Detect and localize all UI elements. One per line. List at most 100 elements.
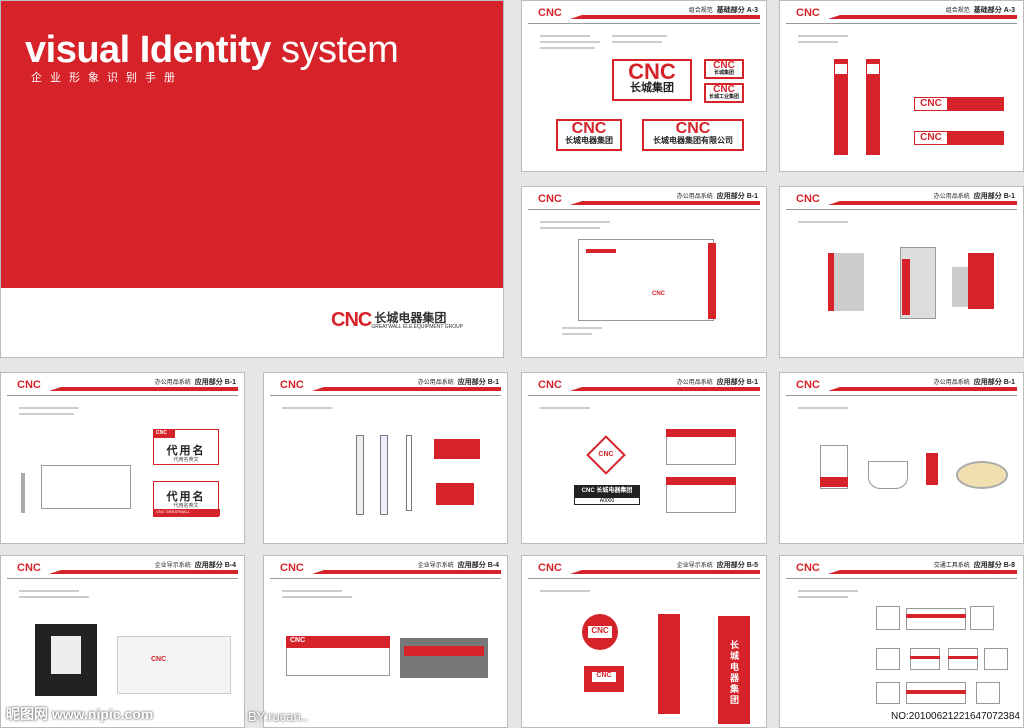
header-logo: CNC bbox=[280, 379, 304, 391]
page-header: CNC 企业导示系统应用部分 B-4 bbox=[264, 556, 507, 582]
header-logo: CNC bbox=[796, 562, 820, 574]
van-rear bbox=[970, 606, 994, 630]
envelope-logo: CNC bbox=[652, 291, 665, 297]
header-band bbox=[312, 387, 501, 391]
header-rule bbox=[270, 578, 501, 579]
cover-logo: CNC 长城电器集团 GREATWALL ELE.EQUIPMENT GROUP bbox=[331, 309, 463, 332]
header-meta: 组合规范基础部分 A-3 bbox=[688, 7, 758, 14]
header-meta: 办公用品系统应用部分 B-1 bbox=[933, 379, 1015, 386]
vertical-banner-1 bbox=[834, 59, 848, 155]
text-line bbox=[798, 35, 848, 37]
header-rule bbox=[786, 209, 1017, 210]
header-rule bbox=[528, 395, 760, 396]
header-rule bbox=[786, 578, 1017, 579]
cover-subtitle: 企业形象识别手册 bbox=[31, 72, 183, 84]
text-line bbox=[798, 407, 848, 409]
header-rule bbox=[786, 395, 1017, 396]
watermark-author: BY:rucan.. bbox=[248, 709, 308, 724]
logo-combo-small-2: CNC 长城工业集团 bbox=[704, 83, 744, 103]
header-meta: 交通工具系统应用部分 B-8 bbox=[933, 562, 1015, 569]
tape-dispenser bbox=[436, 483, 474, 505]
page-b1-folders: CNC 办公用品系统应用部分 B-1 bbox=[779, 186, 1024, 358]
car-rear bbox=[984, 648, 1008, 670]
pen-2 bbox=[380, 435, 388, 515]
header-band bbox=[828, 15, 1017, 19]
text-line bbox=[19, 596, 89, 598]
cover-logo-en: GREATWALL ELE.EQUIPMENT GROUP bbox=[371, 323, 464, 330]
text-line bbox=[282, 590, 342, 592]
header-logo: CNC bbox=[796, 379, 820, 391]
text-line bbox=[282, 407, 332, 409]
text-line bbox=[798, 596, 848, 598]
reception-desk bbox=[117, 636, 231, 694]
car-side-1 bbox=[910, 648, 940, 670]
header-band bbox=[570, 570, 760, 574]
text-line bbox=[19, 413, 74, 415]
page-header: CNC 组合规范基础部分 A-3 bbox=[522, 1, 766, 27]
page-b1-stationery: CNC 办公用品系统应用部分 B-1 bbox=[263, 372, 508, 544]
header-logo: CNC bbox=[538, 562, 562, 574]
header-rule bbox=[528, 578, 760, 579]
car-side-2 bbox=[948, 648, 978, 670]
header-band bbox=[49, 570, 238, 574]
cover-title-bold: visual Identity bbox=[25, 29, 271, 71]
cover-logo-mark: CNC bbox=[331, 309, 372, 331]
header-band bbox=[828, 201, 1017, 205]
page-a3-formats: CNC 组合规范基础部分 A-3 CNC CNC bbox=[779, 0, 1024, 172]
postcode-boxes bbox=[586, 249, 616, 253]
header-meta: 办公用品系统应用部分 B-1 bbox=[676, 379, 758, 386]
page-b5-outdoor: CNC 企业导示系统应用部分 B-5 CNC CNC 长城电器集团 bbox=[521, 555, 767, 728]
horizontal-banner-logo-1: CNC bbox=[914, 97, 948, 111]
header-band bbox=[570, 201, 760, 205]
page-b1-envelope: CNC 办公用品系统应用部分 B-1 CNC bbox=[521, 186, 767, 358]
nameplate-1: CNC 代用名 代用名英文 bbox=[153, 429, 219, 465]
header-band bbox=[49, 387, 238, 391]
horizontal-banner-logo-2: CNC bbox=[914, 131, 948, 145]
page-a3-combinations: CNC 组合规范基础部分 A-3 CNC 长城集团 CNC 长城集团 CNC 长… bbox=[521, 0, 767, 172]
header-meta: 企业导示系统应用部分 B-5 bbox=[676, 562, 758, 569]
cover-red-block bbox=[1, 1, 503, 288]
header-meta: 办公用品系统应用部分 B-1 bbox=[417, 379, 499, 386]
header-rule bbox=[528, 209, 760, 210]
logo-combo-large: CNC 长城集团 bbox=[612, 59, 692, 101]
cover-title: visual Identity system bbox=[25, 29, 399, 72]
page-b1-cups: CNC 办公用品系统应用部分 B-1 bbox=[779, 372, 1024, 544]
pen-1 bbox=[356, 435, 364, 515]
page-header: CNC 组合规范基础部分 A-3 bbox=[780, 1, 1023, 27]
text-line bbox=[19, 590, 79, 592]
text-line bbox=[798, 41, 838, 43]
text-line bbox=[540, 590, 590, 592]
bus-front bbox=[876, 648, 900, 670]
mug bbox=[868, 461, 908, 489]
header-band bbox=[570, 387, 760, 391]
text-line bbox=[282, 596, 352, 598]
text-line bbox=[562, 327, 602, 329]
envelope-side-stripe bbox=[708, 243, 716, 319]
header-band bbox=[570, 15, 760, 19]
header-rule bbox=[528, 23, 760, 24]
page-header: CNC 办公用品系统应用部分 B-1 bbox=[522, 373, 766, 399]
text-line bbox=[540, 47, 595, 49]
badge-diamond-logo: CNC bbox=[598, 451, 614, 458]
pen-3 bbox=[406, 435, 412, 511]
page-header: CNC 办公用品系统应用部分 B-1 bbox=[522, 187, 766, 213]
text-line bbox=[562, 333, 592, 335]
desk-sign-post bbox=[21, 473, 25, 513]
page-header: CNC 办公用品系统应用部分 B-1 bbox=[264, 373, 507, 399]
cover-logo-text: 长城电器集团 GREATWALL ELE.EQUIPMENT GROUP bbox=[371, 312, 463, 330]
header-meta: 办公用品系统应用部分 B-1 bbox=[933, 193, 1015, 200]
cover-title-light: system bbox=[270, 29, 399, 71]
vertical-banner-2 bbox=[866, 59, 880, 155]
reception-desk-logo: CNC bbox=[151, 656, 167, 663]
logo-combo-medium: CNC 长城电器集团 bbox=[556, 119, 622, 151]
page-header: CNC 办公用品系统应用部分 B-1 bbox=[780, 373, 1023, 399]
text-line bbox=[612, 35, 667, 37]
page-header: CNC 企业导示系统应用部分 B-5 bbox=[522, 556, 766, 582]
header-rule bbox=[786, 23, 1017, 24]
header-band bbox=[312, 570, 501, 574]
header-band bbox=[828, 570, 1017, 574]
van-side bbox=[906, 608, 966, 630]
header-logo: CNC bbox=[796, 193, 820, 205]
bag-red bbox=[968, 253, 994, 309]
page-b4-signage: CNC 企业导示系统应用部分 B-4 CNC bbox=[0, 555, 245, 728]
